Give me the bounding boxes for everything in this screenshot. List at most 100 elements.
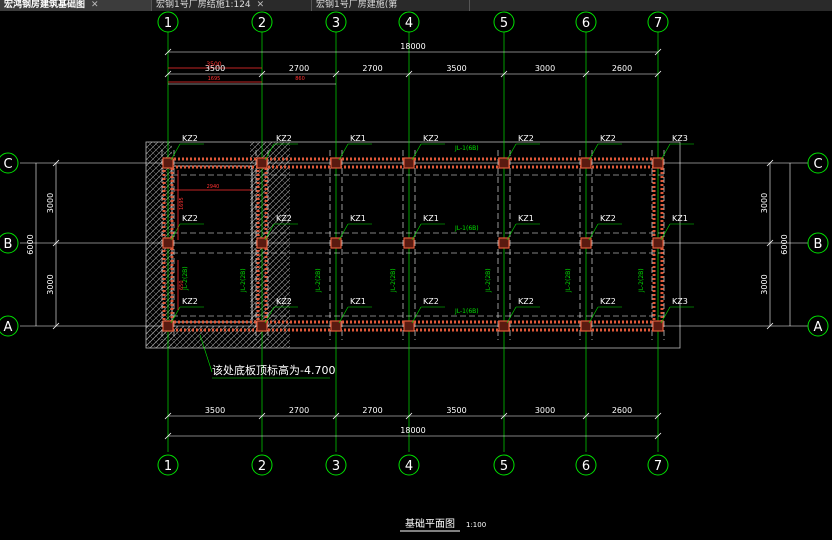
dim-side-tick	[766, 322, 774, 330]
column	[498, 320, 510, 332]
column	[498, 237, 510, 249]
leader-line	[338, 306, 349, 324]
axis-label: 5	[500, 459, 508, 474]
beam-label-v: JL-2(2B)	[485, 268, 492, 293]
dim-side-label: 3000	[46, 274, 55, 294]
red-dim-label: 650	[179, 280, 185, 290]
column-label: KZ2	[423, 297, 439, 306]
leader-line	[170, 223, 181, 241]
leader-line	[506, 223, 517, 241]
dim-bottom-tick	[582, 412, 590, 420]
axis-bubble	[398, 11, 420, 33]
column	[256, 237, 268, 249]
axis-bubble	[807, 232, 829, 254]
axis-bubble	[325, 454, 347, 476]
column	[162, 157, 174, 169]
dim-top-tick	[332, 70, 340, 78]
column	[403, 320, 415, 332]
beam-label-v: JL-2(2B)	[565, 268, 572, 293]
leader-line	[411, 223, 422, 241]
column-label: KZ1	[350, 134, 366, 143]
beam-label-h: JL-1(6B)	[454, 225, 479, 232]
dim-side-tick	[52, 239, 60, 247]
dim-side-tick	[52, 322, 60, 330]
column	[403, 237, 415, 249]
dim-side-tick	[52, 159, 60, 167]
dim-bottom-tick	[258, 412, 266, 420]
column-label: KZ1	[350, 297, 366, 306]
leader-line	[506, 143, 517, 161]
leader-line	[264, 223, 275, 241]
leader-line	[264, 306, 275, 324]
beam-label-v: JL-2(2B)	[240, 268, 247, 293]
axis-label: 1	[164, 459, 172, 474]
axis-label: 4	[405, 16, 413, 31]
drawing-scale: 1:100	[466, 521, 486, 529]
dim-top-label: 3500	[205, 64, 225, 73]
close-icon[interactable]: ✕	[91, 0, 99, 10]
column-label: KZ2	[182, 134, 198, 143]
dim-side-label: 3000	[760, 193, 769, 213]
axis-label: A	[4, 320, 13, 335]
tab-label: 宏钢1号厂房建施(第	[316, 0, 398, 10]
axis-bubble	[0, 232, 19, 254]
dim-total-bottom-label: 18000	[400, 426, 425, 435]
axis-bubble	[157, 11, 179, 33]
axis-bubble	[0, 152, 19, 174]
dim-bottom-label: 2600	[612, 406, 632, 415]
red-dim-label: 3500	[206, 61, 221, 68]
column	[330, 320, 342, 332]
dim-bottom-label: 3500	[446, 406, 466, 415]
column-label: KZ2	[276, 297, 292, 306]
axis-bubble	[398, 454, 420, 476]
tab-label: 宏鸿钢房建筑基础图	[4, 0, 86, 10]
dim-bottom-tick	[654, 412, 662, 420]
column-label: KZ1	[672, 214, 688, 223]
close-icon[interactable]: ✕	[256, 0, 265, 10]
dim-top-tick	[405, 70, 413, 78]
dim-bottom-tick	[500, 412, 508, 420]
column	[162, 237, 174, 249]
axis-bubble	[647, 11, 669, 33]
dim-bottom-label: 2700	[362, 406, 382, 415]
dim-total-top-tick	[164, 48, 172, 56]
column	[162, 320, 174, 332]
axis-bubble	[251, 11, 273, 33]
dim-top-tick	[654, 70, 662, 78]
beam-label-v: JL-2(2B)	[390, 268, 397, 293]
dim-side-total-label: 6000	[780, 234, 789, 254]
column	[330, 157, 342, 169]
leader-line	[660, 223, 671, 241]
axis-bubble	[325, 11, 347, 33]
axis-bubble	[575, 11, 597, 33]
axis-label: 4	[405, 459, 413, 474]
tab-bar: 宏鸿钢房建筑基础图 ✕ 宏钢1号厂房结施1:124✕ 宏钢1号厂房建施(第	[0, 0, 832, 11]
tab-architecture[interactable]: 宏钢1号厂房建施(第	[312, 0, 470, 11]
leader-line	[264, 143, 275, 161]
leader-line	[170, 143, 181, 161]
axis-bubble	[807, 152, 829, 174]
dim-top-tick	[500, 70, 508, 78]
axis-label: C	[813, 157, 822, 172]
axis-label: 6	[582, 16, 590, 31]
axis-label: B	[814, 237, 823, 252]
axis-bubble	[493, 11, 515, 33]
axis-label: 6	[582, 459, 590, 474]
column-label: KZ2	[600, 297, 616, 306]
dim-bottom-label: 2700	[289, 406, 309, 415]
leader-line	[411, 143, 422, 161]
dim-total-bottom-tick	[654, 432, 662, 440]
red-dim-label: 1695	[208, 76, 221, 82]
note-text: 该处底板顶标高为-4.700	[212, 363, 335, 377]
axis-label: 7	[654, 16, 662, 31]
tab-structure[interactable]: 宏钢1号厂房结施1:124✕	[152, 0, 312, 11]
tab-foundation-plan[interactable]: 宏鸿钢房建筑基础图 ✕	[0, 0, 152, 11]
leader-line	[660, 143, 671, 161]
dim-top-label: 2600	[612, 64, 632, 73]
column	[256, 320, 268, 332]
column	[256, 157, 268, 169]
axis-label: 2	[258, 16, 266, 31]
axis-label: A	[814, 320, 823, 335]
axis-label: 7	[654, 459, 662, 474]
